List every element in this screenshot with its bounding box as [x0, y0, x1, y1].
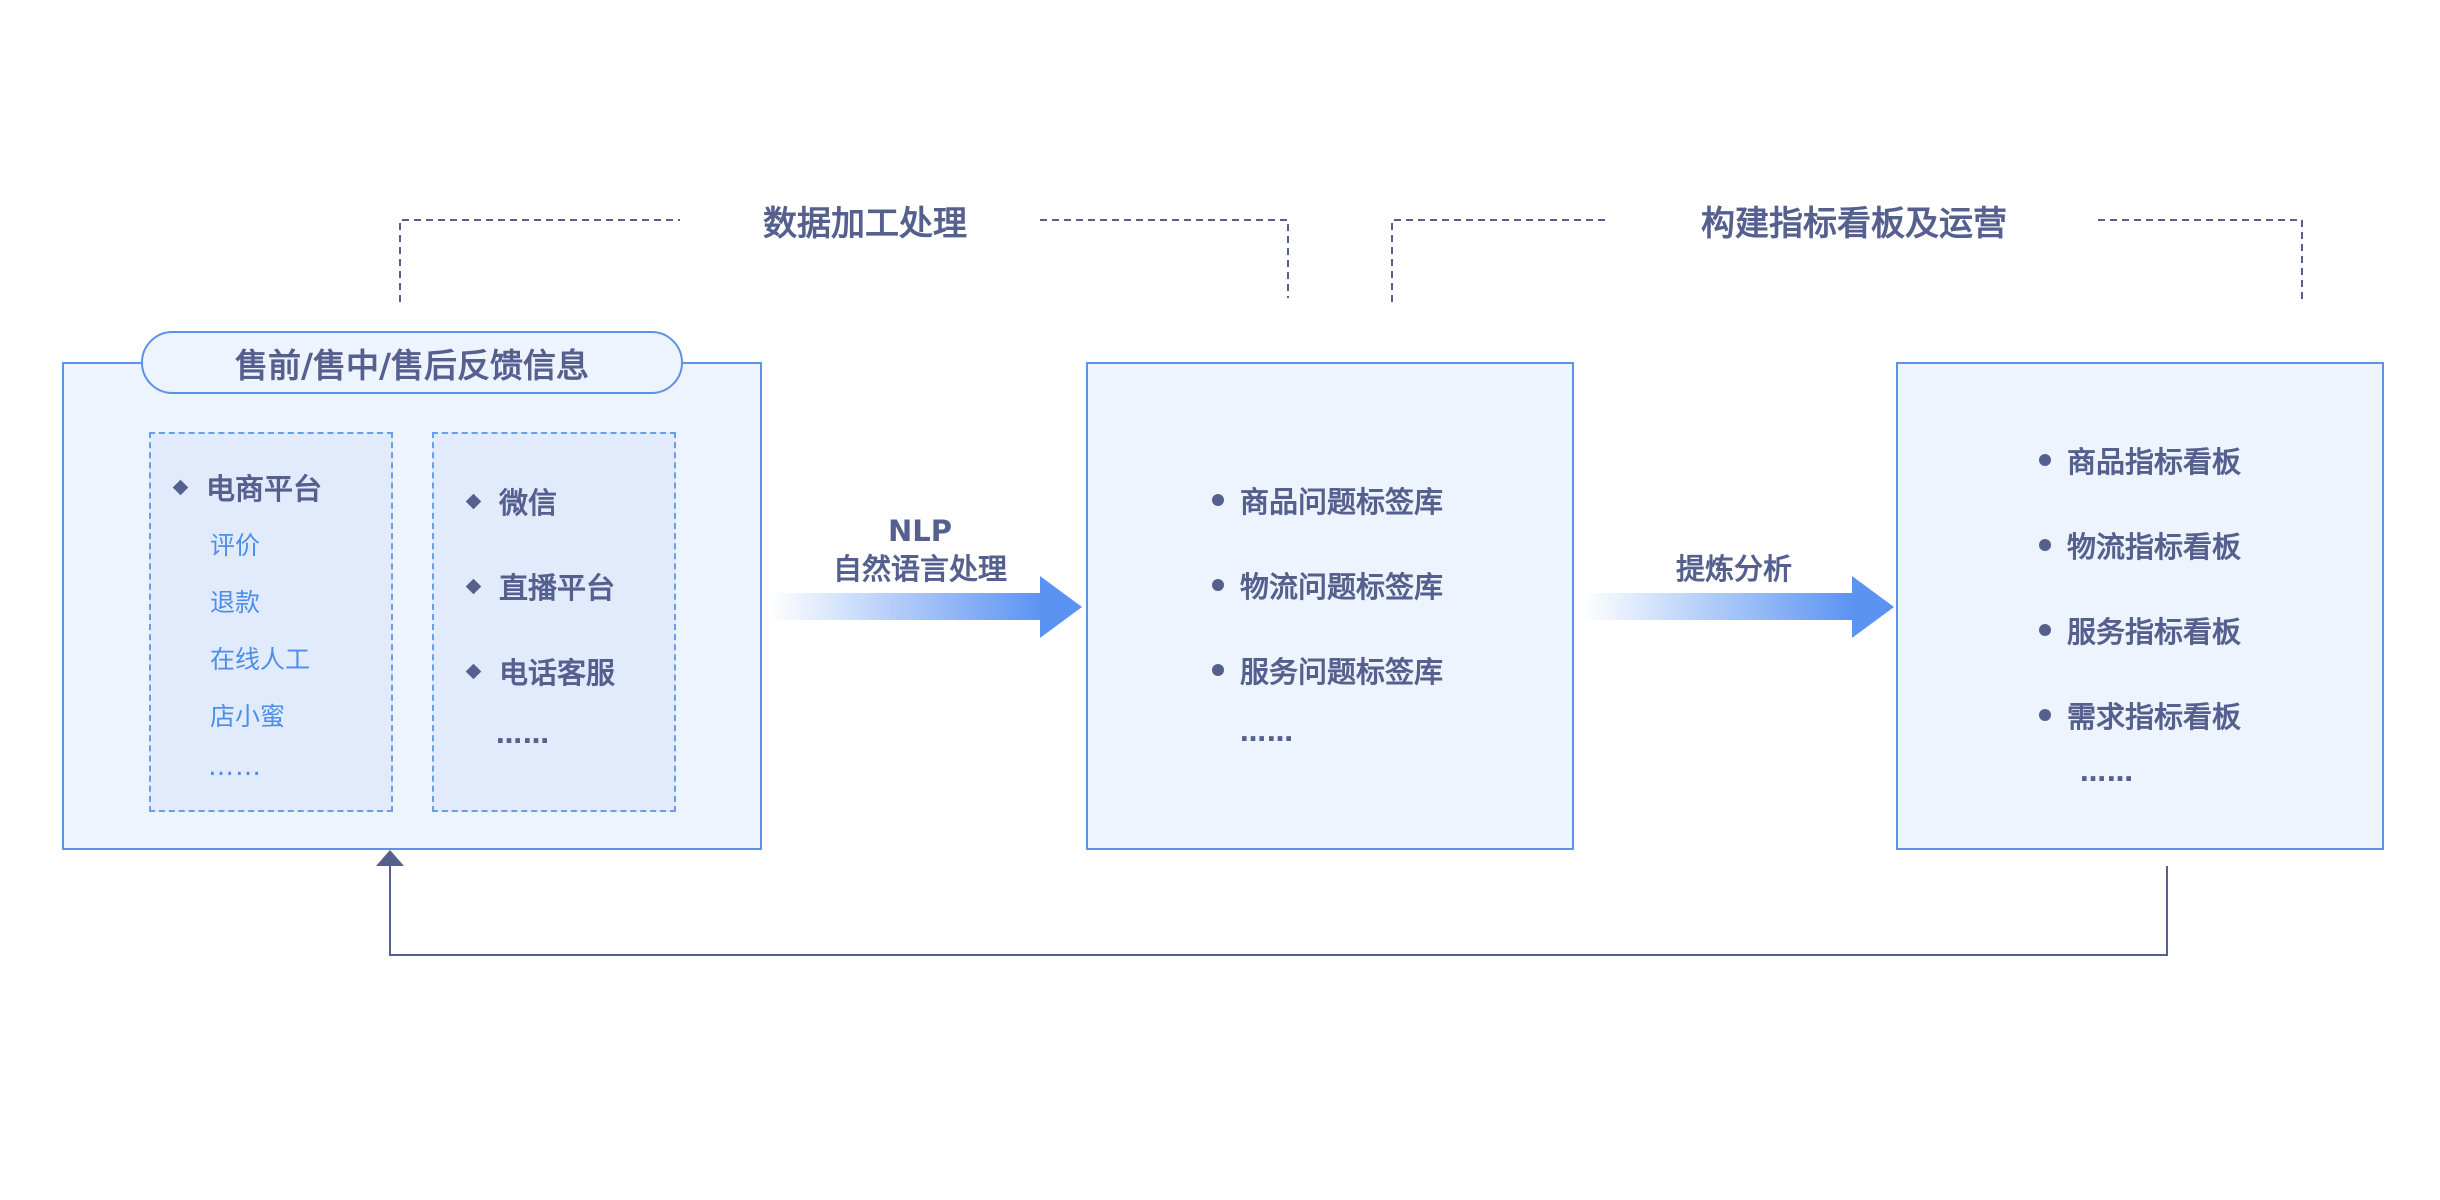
feedback-arrowhead [376, 850, 404, 866]
channel-item-wechat: 微信 [465, 480, 557, 522]
dot-bullet-icon [2039, 709, 2051, 721]
nlp-arrow [770, 576, 1082, 638]
tag-ellipsis: …… [1240, 718, 1294, 748]
ecommerce-group [149, 432, 393, 812]
board-ellipsis: …… [2080, 758, 2134, 788]
tag-item-service: 服务问题标签库 [1212, 649, 1443, 691]
board-item-service: 服务指标看板 [2039, 609, 2241, 651]
section-title-dashboard: 构建指标看板及运营 [1701, 204, 2007, 244]
diamond-bullet-icon [465, 663, 482, 679]
feedback-loop-line [389, 862, 2168, 956]
dot-bullet-icon [2039, 539, 2051, 551]
feedback-source-title: 售前/售中/售后反馈信息 [141, 331, 683, 394]
board-item-product: 商品指标看板 [2039, 439, 2241, 481]
dot-bullet-icon [1212, 664, 1224, 676]
dot-bullet-icon [1212, 494, 1224, 506]
section-title-processing: 数据加工处理 [763, 204, 967, 244]
ecommerce-ellipsis: …… [208, 752, 262, 782]
dot-bullet-icon [2039, 454, 2051, 466]
board-item-logistics: 物流指标看板 [2039, 524, 2241, 566]
tag-item-logistics: 物流问题标签库 [1212, 564, 1443, 606]
tag-library-box [1086, 362, 1574, 850]
nlp-label: NLP 自然语言处理 [832, 514, 1007, 586]
ecommerce-header: 电商平台 [172, 466, 322, 508]
diamond-bullet-icon [465, 578, 482, 594]
subitem-review: 评价 [210, 531, 261, 560]
diamond-bullet-icon [465, 493, 482, 509]
subitem-refund: 退款 [210, 588, 261, 617]
tag-item-product: 商品问题标签库 [1212, 479, 1443, 521]
analysis-arrow [1582, 576, 1894, 638]
channel-item-live: 直播平台 [465, 565, 615, 607]
dashboard-box [1896, 362, 2384, 850]
dot-bullet-icon [2039, 624, 2051, 636]
dashboard-bracket [1391, 219, 2303, 302]
board-item-demand: 需求指标看板 [2039, 694, 2241, 736]
processing-bracket [399, 219, 1289, 302]
channels-ellipsis: …… [496, 720, 550, 750]
subitem-shop-assistant: 店小蜜 [210, 702, 286, 731]
subitem-online-agent: 在线人工 [210, 645, 311, 674]
dot-bullet-icon [1212, 579, 1224, 591]
diamond-bullet-icon [172, 479, 189, 495]
analysis-label: 提炼分析 [1675, 552, 1792, 586]
channel-item-phone: 电话客服 [465, 650, 615, 692]
